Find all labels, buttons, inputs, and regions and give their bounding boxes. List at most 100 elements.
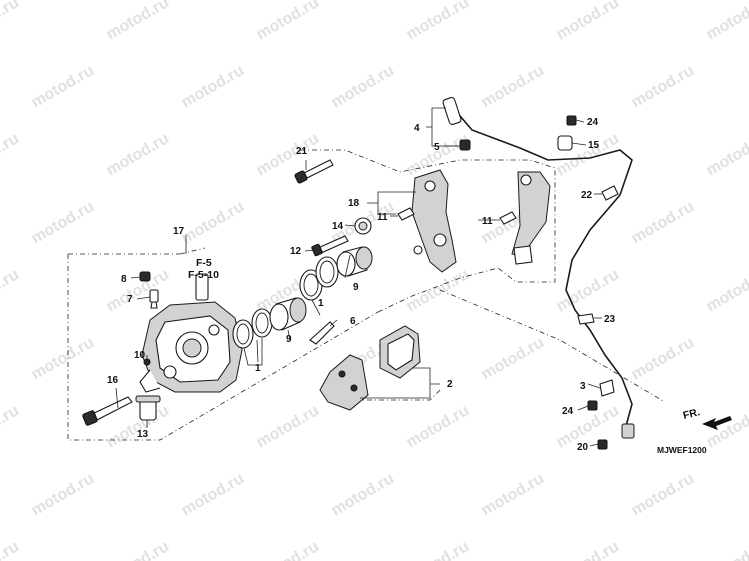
watermark-text: motod.ru (29, 334, 98, 383)
caliper-bracket-alt (511, 171, 551, 265)
watermark-text: motod.ru (179, 470, 248, 519)
cable-bolt-24-top (566, 115, 577, 126)
watermark-text: motod.ru (329, 470, 398, 519)
speed-sensor-cable (442, 97, 633, 427)
watermark-text: motod.ru (104, 538, 173, 561)
label-part-10: 10 (134, 350, 146, 361)
watermark-text: motod.ru (29, 198, 98, 247)
brake-pad-outer (319, 354, 369, 411)
label-part-1b: 1 (318, 298, 324, 309)
front-direction-label: FR. (682, 406, 701, 422)
brake-caliper-body (139, 273, 243, 393)
leader-lines (115, 107, 602, 447)
ref-label-f5-10: F-5-10 (188, 269, 219, 281)
watermark-text: motod.ru (629, 198, 698, 247)
watermark-text: motod.ru (404, 402, 473, 451)
label-part-16: 16 (107, 375, 119, 386)
mounting-bolt (294, 159, 334, 184)
pad-retainer-clip (397, 207, 415, 221)
piston-seal-small (232, 319, 254, 349)
label-part-6: 6 (350, 316, 356, 327)
watermark-text: motod.ru (479, 62, 548, 111)
piston-seal-large-2 (315, 256, 339, 288)
watermark-text: motod.ru (629, 470, 698, 519)
label-part-20: 20 (577, 442, 589, 453)
label-part-5: 5 (434, 142, 440, 153)
ref-label-f5: F-5 (196, 257, 212, 269)
cable-clamp-23 (577, 313, 595, 325)
piston-small (269, 297, 307, 331)
watermark-text: motod.ru (179, 62, 248, 111)
pad-pin (135, 395, 161, 421)
reference-callouts: F-5 F-5-10 (188, 257, 219, 281)
label-part-3: 3 (580, 381, 586, 392)
label-part-9a: 9 (286, 334, 292, 345)
label-part-24b: 24 (562, 406, 574, 417)
watermark-text: motod.ru (704, 266, 749, 315)
watermark-text: motod.ru (404, 0, 473, 43)
label-part-15: 15 (588, 140, 600, 151)
watermark-text: motod.ru (704, 538, 749, 561)
label-part-4: 4 (414, 123, 420, 134)
watermark-text: motod.ru (179, 198, 248, 247)
label-part-2: 2 (447, 379, 453, 390)
bracket-bolt (311, 235, 349, 257)
label-part-1a: 1 (255, 363, 261, 374)
watermark-text: motod.ru (404, 266, 473, 315)
watermark-text: motod.ru (554, 266, 623, 315)
label-part-7: 7 (127, 294, 133, 305)
brake-pad-inner (379, 325, 421, 379)
watermark-text: motod.ru (404, 538, 473, 561)
cable-guide-15 (557, 135, 573, 151)
pad-spring (309, 321, 335, 345)
label-part-9b: 9 (353, 282, 359, 293)
front-direction-arrow (702, 416, 732, 430)
bleeder-cap (139, 271, 151, 282)
label-part-21: 21 (296, 146, 308, 157)
watermark-text: motod.ru (0, 402, 22, 451)
watermark-text: motod.ru (0, 538, 22, 561)
watermark-text: motod.ru (554, 0, 623, 43)
label-part-22: 22 (581, 190, 593, 201)
watermark-text: motod.ru (554, 538, 623, 561)
watermark-text: motod.ru (29, 62, 98, 111)
caliper-bolt (82, 396, 133, 426)
sensor-clamp-3 (599, 379, 615, 397)
piston-seal-small-2 (251, 308, 273, 338)
pad-retainer-clip-2 (499, 211, 517, 225)
label-part-11a: 11 (377, 212, 388, 223)
diagram-code: MJWEF1200 (657, 445, 707, 455)
watermark-text: motod.ru (254, 402, 323, 451)
bleeder-screw (149, 289, 159, 309)
wheel-speed-sensor (621, 423, 635, 439)
watermark-text: motod.ru (104, 266, 173, 315)
cable-clamp-22 (601, 185, 619, 201)
watermark-text: motod.ru (629, 62, 698, 111)
watermark-text: motod.ru (104, 130, 173, 179)
bracket-nut (354, 217, 372, 235)
watermark-text: motod.ru (0, 266, 22, 315)
watermark-text: motod.ru (254, 538, 323, 561)
watermark-text: motod.ru (0, 130, 22, 179)
sensor-bolt-24-bottom (587, 400, 598, 411)
watermark-text: motod.ru (329, 62, 398, 111)
label-part-18: 18 (348, 198, 360, 209)
label-part-23: 23 (604, 314, 616, 325)
label-part-11b: 11 (482, 216, 493, 227)
label-part-14: 14 (332, 221, 344, 232)
watermark-text: motod.ru (704, 0, 749, 43)
caliper-bracket (411, 169, 457, 273)
watermark-text: motod.ru (0, 0, 22, 43)
watermark-text: motod.ru (479, 470, 548, 519)
watermark-text: motod.ru (704, 130, 749, 179)
label-part-24a: 24 (587, 117, 599, 128)
caliper-bleed-boss (195, 273, 209, 301)
part-labels: 17 8 7 10 16 13 1 1 9 9 12 14 6 2 18 11 … (107, 117, 616, 453)
watermark-text: motod.ru (104, 0, 173, 43)
caliper-assembly-frame (67, 149, 666, 441)
label-part-13: 13 (137, 429, 149, 440)
label-part-17: 17 (173, 226, 185, 237)
sensor-bolt-20 (597, 439, 608, 450)
